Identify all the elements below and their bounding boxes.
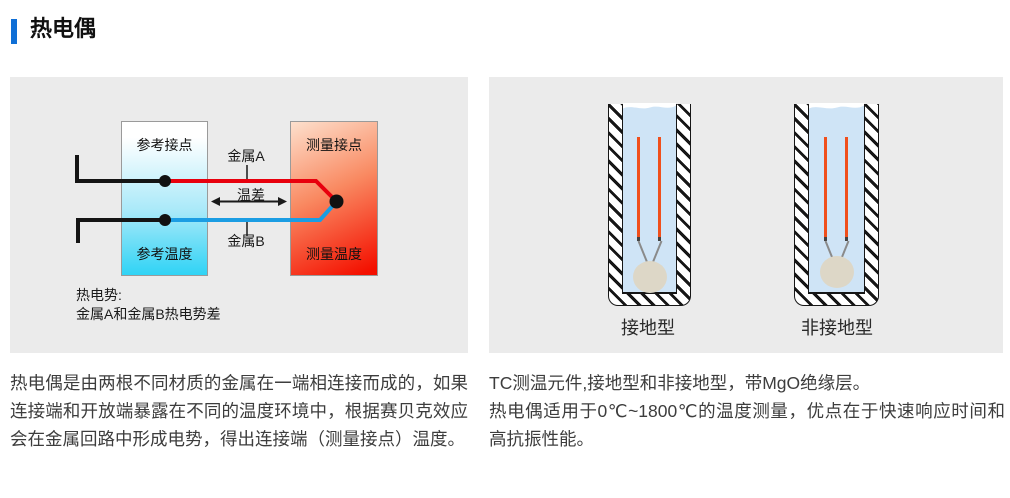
measuring-temperature-label: 测量温度 bbox=[306, 246, 362, 262]
reference-junction-box: 参考接点 参考温度 bbox=[121, 121, 208, 276]
grounded-probe-tube bbox=[608, 103, 691, 306]
principle-caption: 热电偶是由两根不同材质的金属在一端相连接而成的，如果连接端和开放端暴露在不同的温… bbox=[10, 373, 468, 449]
thermo-emf-note-line2: 金属A和金属B热电势差 bbox=[76, 306, 221, 322]
principle-panel: 参考接点 参考温度 测量接点 测量温度 金属A 温差 金属B 热电势: 金属A和 bbox=[10, 77, 468, 353]
metal-a-label: 金属A bbox=[227, 148, 265, 164]
ungrounded-probe-tube bbox=[794, 103, 879, 306]
tc-wire-left bbox=[823, 137, 827, 241]
grounded-type-label: 接地型 bbox=[621, 318, 675, 338]
title-accent-bar bbox=[11, 19, 17, 44]
thermo-emf-note: 热电势: 金属A和金属B热电势差 bbox=[76, 286, 221, 324]
temperature-difference-label: 温差 bbox=[237, 187, 265, 203]
reference-temperature-label: 参考温度 bbox=[136, 246, 193, 262]
metal-b-label: 金属B bbox=[227, 233, 265, 249]
break-wave-icon bbox=[623, 103, 676, 109]
reference-junction-label: 参考接点 bbox=[136, 137, 193, 153]
measuring-junction-label: 测量接点 bbox=[306, 137, 362, 153]
break-wave-icon bbox=[809, 103, 864, 109]
measuring-junction-box: 测量接点 测量温度 bbox=[290, 121, 378, 276]
tc-wire-right bbox=[657, 137, 661, 241]
ungrounded-type-label: 非接地型 bbox=[801, 318, 873, 338]
wire-converge-lines bbox=[637, 240, 662, 263]
probe-types-panel: 接地型 非接地型 bbox=[489, 77, 1003, 353]
temp-diff-arrow-left-head bbox=[211, 197, 220, 206]
page-title: 热电偶 bbox=[30, 16, 97, 41]
probe-caption-rest: 热电偶适用于0℃~1800℃的温度测量，优点在于快速响应时间和高抗振性能。 bbox=[489, 401, 1005, 449]
probe-types-caption: TC测温元件,接地型和非接地型，带MgO绝缘层。 热电偶适用于0℃~1800℃的… bbox=[489, 369, 1005, 453]
tc-wire-right bbox=[844, 137, 848, 241]
probe-caption-line1: TC测温元件,接地型和非接地型，带MgO绝缘层。 bbox=[489, 373, 871, 393]
junction-bead bbox=[632, 261, 667, 293]
tc-wire-left bbox=[636, 137, 640, 241]
thermo-emf-note-line1: 热电势: bbox=[76, 287, 122, 303]
junction-bead bbox=[819, 256, 854, 288]
